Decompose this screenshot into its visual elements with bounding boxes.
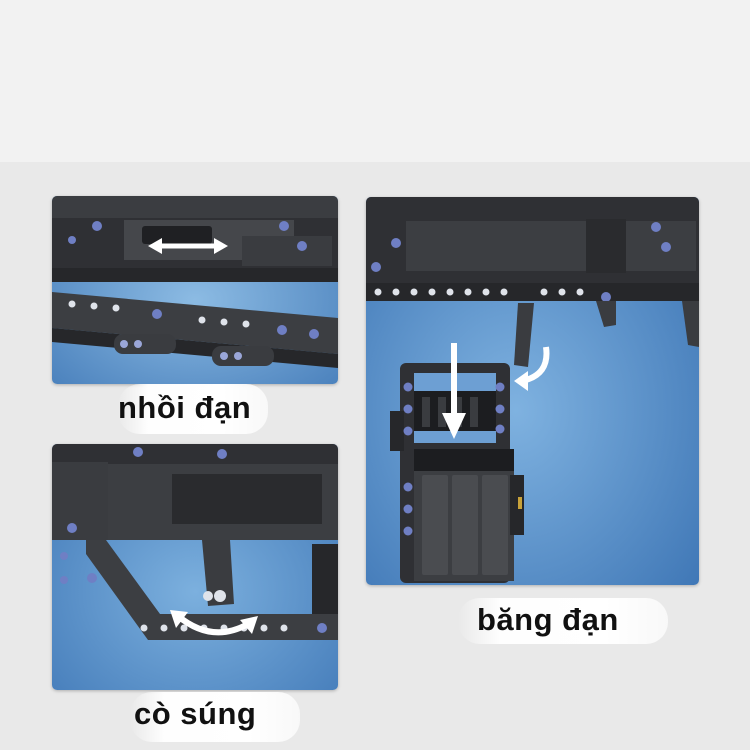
curved-arrow-icon [514, 346, 550, 391]
magazine-caption: băng đạn [477, 602, 619, 637]
caption-background [458, 598, 668, 644]
caption-background [130, 692, 300, 742]
trigger-caption: cò súng [134, 696, 257, 731]
top-background [0, 0, 750, 162]
double-horizontal-arrow-icon [148, 238, 228, 254]
down-arrow-icon [442, 343, 466, 439]
loading-caption: nhồi đạn [118, 390, 252, 425]
caption-background [118, 384, 268, 434]
trigger-image [52, 444, 338, 690]
magazine-image [366, 197, 699, 585]
double-curved-arrow-icon [170, 610, 258, 636]
loading-mechanism-image [52, 196, 338, 384]
